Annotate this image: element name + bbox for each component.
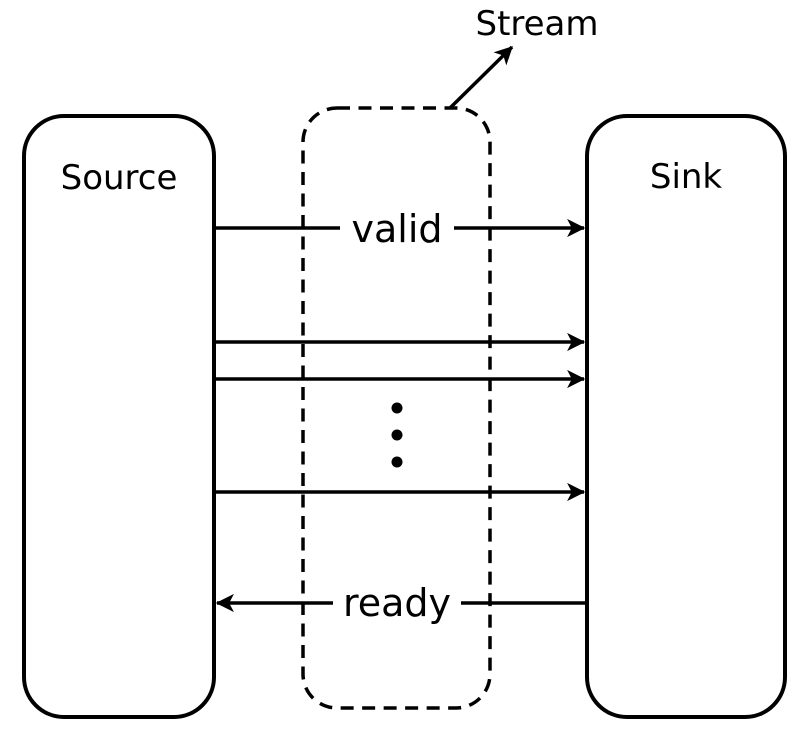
ready-label: ready [343,581,451,625]
stream-boundary-box [301,106,492,710]
valid-label-background [340,202,454,252]
valid-label: valid [351,207,442,251]
source-box [22,114,216,719]
stream-label: Stream [475,4,598,44]
ellipsis-dots [391,402,403,468]
ellipsis-dot-2 [391,429,403,441]
source-label: Source [61,158,178,198]
stream-pointer-arrow [448,45,514,110]
sink-label: Sink [650,157,723,197]
ellipsis-dot-3 [391,456,403,468]
ready-label-background [333,577,461,627]
sink-box [585,114,787,719]
ellipsis-dot-1 [391,402,403,414]
